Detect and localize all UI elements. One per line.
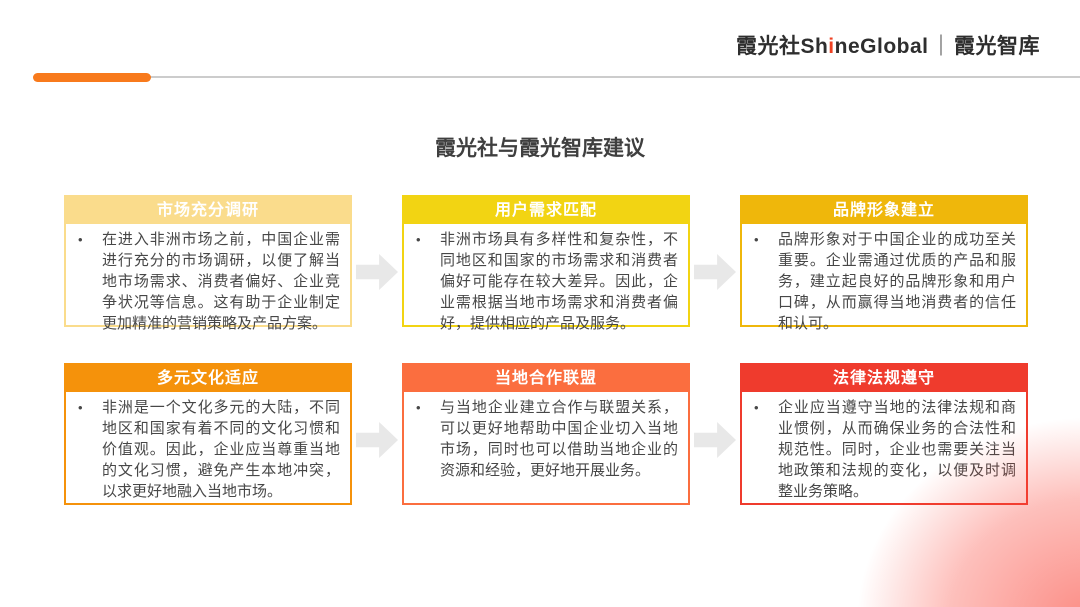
accent-bar <box>33 73 151 82</box>
card-body-text: 在进入非洲市场之前，中国企业需进行充分的市场调研，以便了解当地市场需求、消费者偏… <box>102 231 340 332</box>
brand-logo: 霞光社ShineGlobal｜霞光智库 <box>736 30 1040 60</box>
logo-letter-i: i <box>828 35 835 58</box>
suggestion-card: 多元文化适应 • 非洲是一个文化多元的大陆，不同地区和国家有着不同的文化习惯和价… <box>64 363 352 505</box>
bullet-icon: • <box>754 400 759 415</box>
bullet-icon: • <box>416 400 421 415</box>
bullet-icon: • <box>754 232 759 247</box>
logo-en-post: neGlobal <box>834 35 929 58</box>
card-body: • 在进入非洲市场之前，中国企业需进行充分的市场调研，以便了解当地市场需求、消费… <box>66 224 350 334</box>
flow-arrow-icon <box>694 422 736 458</box>
logo-separator: ｜ <box>930 35 952 58</box>
header-divider <box>36 76 1080 78</box>
suggestion-card: 品牌形象建立 • 品牌形象对于中国企业的成功至关重要。企业需通过优质的产品和服务… <box>740 195 1028 332</box>
logo-cn-prefix: 霞光社 <box>735 35 801 58</box>
suggestion-card: 法律法规遵守 • 企业应当遵守当地的法律法规和商业惯例，从而确保业务的合法性和规… <box>740 363 1028 505</box>
page-title: 霞光社与霞光智库建议 <box>435 137 645 160</box>
card-body: • 与当地企业建立合作与联盟关系，可以更好地帮助中国企业切入当地市场，同时也可以… <box>404 392 688 481</box>
bullet-icon: • <box>78 400 83 415</box>
card-body-text: 非洲是一个文化多元的大陆，不同地区和国家有着不同的文化习惯和价值观。因此，企业应… <box>102 399 340 500</box>
flow-arrow-icon <box>694 254 736 290</box>
card-body-text: 与当地企业建立合作与联盟关系，可以更好地帮助中国企业切入当地市场，同时也可以借助… <box>440 399 678 479</box>
card-header: 多元文化适应 <box>66 365 350 392</box>
suggestion-card: 当地合作联盟 • 与当地企业建立合作与联盟关系，可以更好地帮助中国企业切入当地市… <box>402 363 690 505</box>
logo-en-pre: Sh <box>800 35 829 58</box>
card-body: • 企业应当遵守当地的法律法规和商业惯例，从而确保业务的合法性和规范性。同时，企… <box>742 392 1026 502</box>
card-body: • 非洲是一个文化多元的大陆，不同地区和国家有着不同的文化习惯和价值观。因此，企… <box>66 392 350 502</box>
card-header: 品牌形象建立 <box>742 197 1026 224</box>
card-header: 法律法规遵守 <box>742 365 1026 392</box>
card-body: • 品牌形象对于中国企业的成功至关重要。企业需通过优质的产品和服务，建立起良好的… <box>742 224 1026 334</box>
logo-cn-suffix: 霞光智库 <box>954 35 1040 58</box>
flow-arrow-icon <box>356 254 398 290</box>
suggestion-card: 用户需求匹配 • 非洲市场具有多样性和复杂性，不同地区和国家的市场需求和消费者偏… <box>402 195 690 332</box>
card-body: • 非洲市场具有多样性和复杂性，不同地区和国家的市场需求和消费者偏好可能存在较大… <box>404 224 688 334</box>
bullet-icon: • <box>416 232 421 247</box>
card-header: 用户需求匹配 <box>404 197 688 224</box>
flow-arrow-icon <box>356 422 398 458</box>
card-body-text: 非洲市场具有多样性和复杂性，不同地区和国家的市场需求和消费者偏好可能存在较大差异… <box>440 231 678 332</box>
bullet-icon: • <box>78 232 83 247</box>
card-body-text: 企业应当遵守当地的法律法规和商业惯例，从而确保业务的合法性和规范性。同时，企业也… <box>778 399 1016 500</box>
suggestion-card: 市场充分调研 • 在进入非洲市场之前，中国企业需进行充分的市场调研，以便了解当地… <box>64 195 352 332</box>
card-body-text: 品牌形象对于中国企业的成功至关重要。企业需通过优质的产品和服务，建立起良好的品牌… <box>778 231 1016 332</box>
card-header: 市场充分调研 <box>66 197 350 224</box>
card-header: 当地合作联盟 <box>404 365 688 392</box>
